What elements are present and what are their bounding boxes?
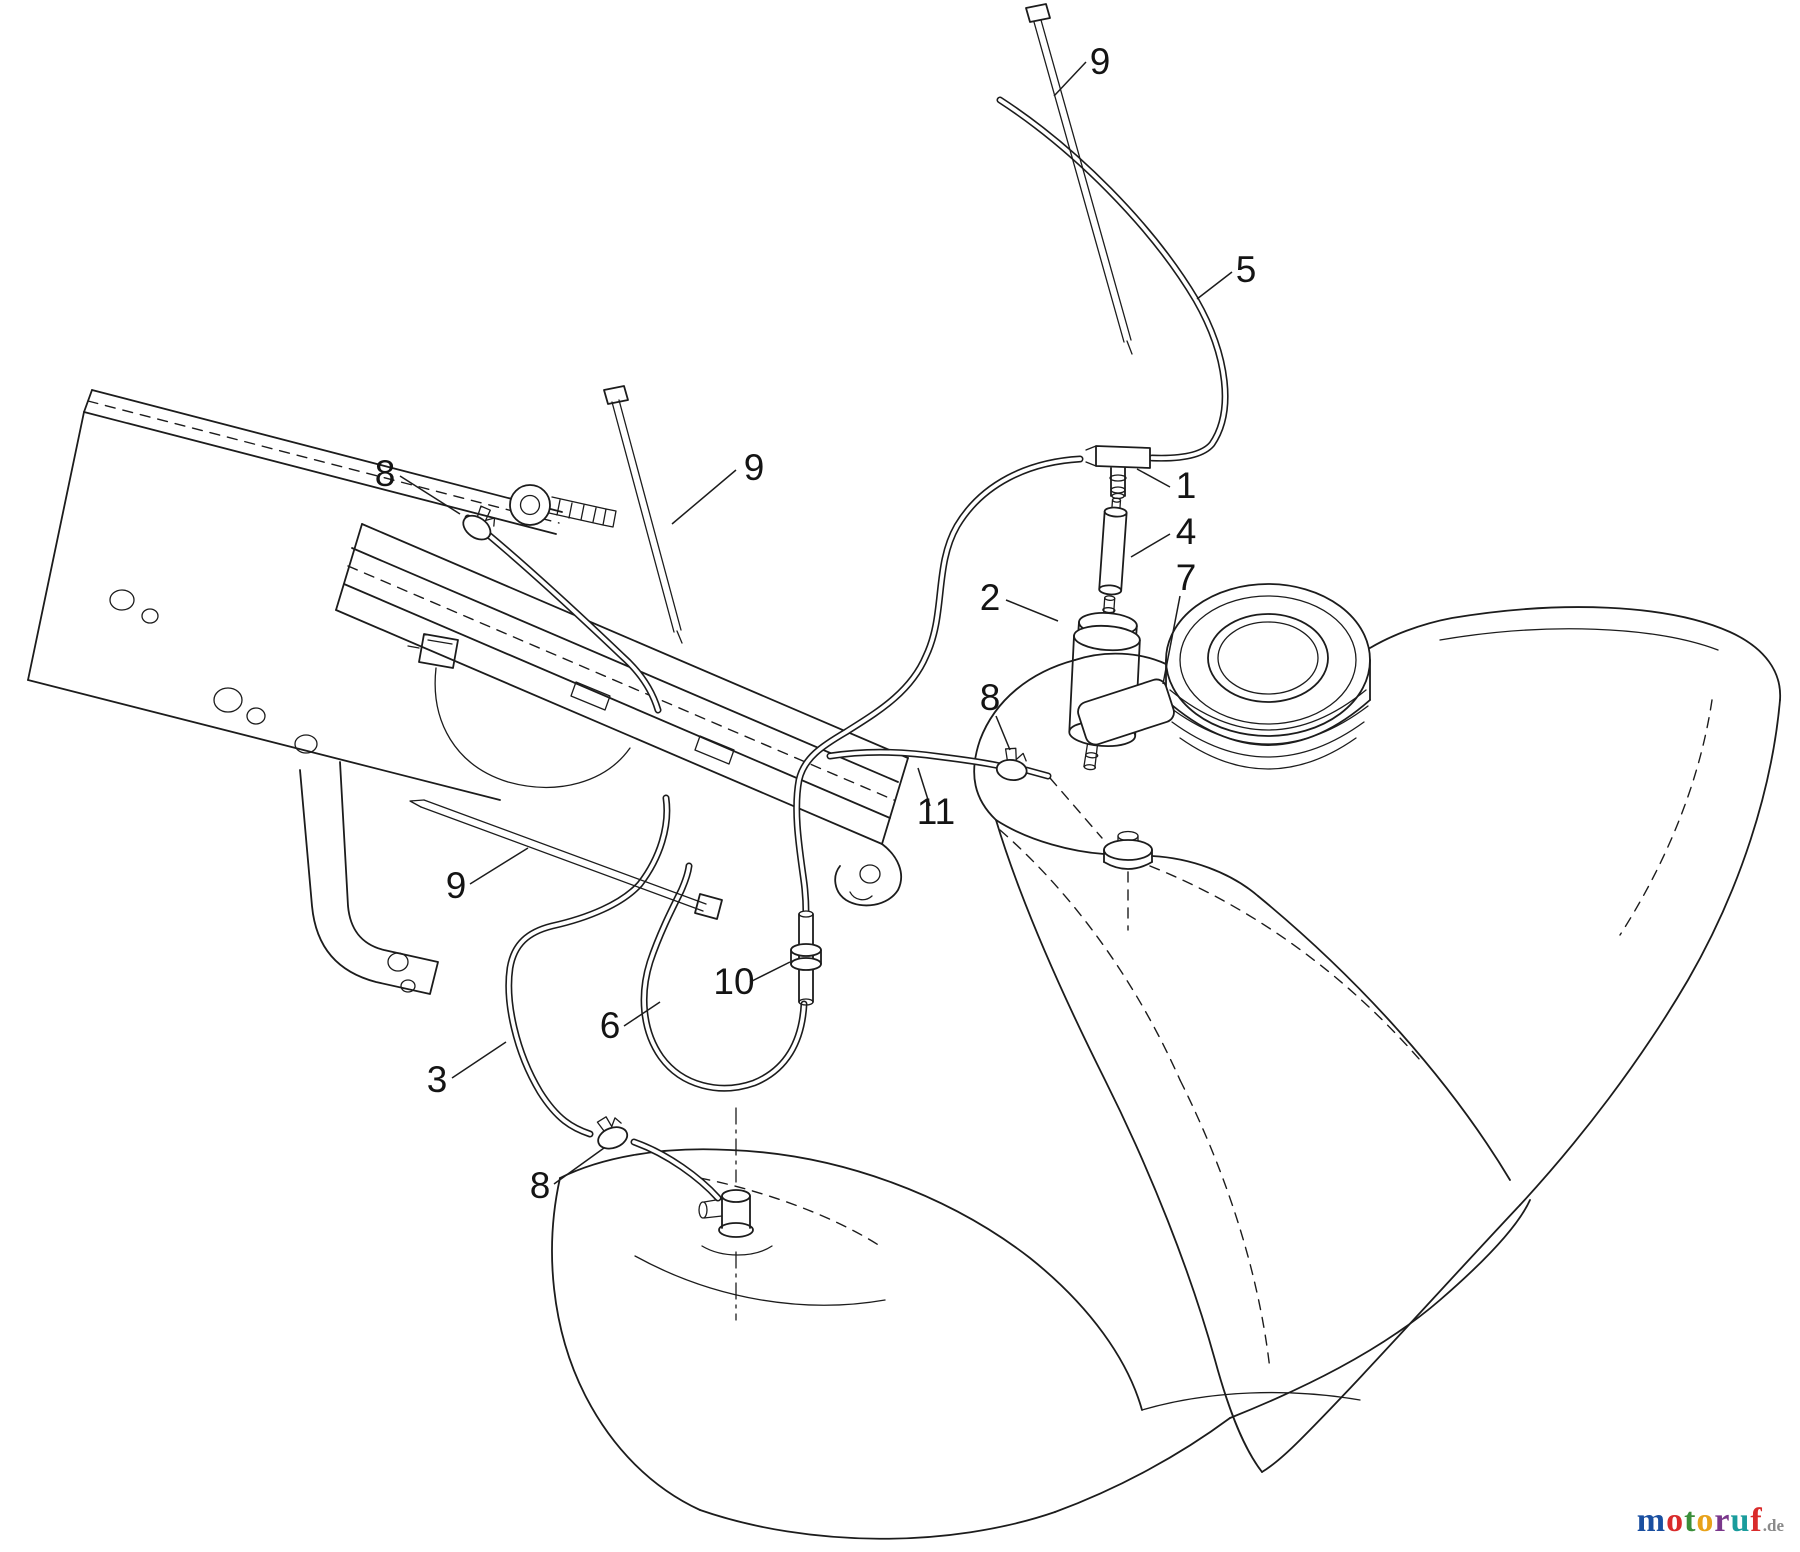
fuel-filter [1068, 595, 1141, 771]
callout-7: 7 [1176, 557, 1197, 598]
tank-elbow-fitting [698, 1107, 773, 1321]
cable-tie-top [1025, 3, 1133, 355]
callout-2: 2 [980, 577, 1001, 618]
cable-tie-middle [603, 385, 683, 644]
callout-8-right: 8 [980, 677, 1001, 718]
watermark-letter: t [1684, 1502, 1697, 1539]
grommet-and-stud [509, 484, 617, 528]
callout-8-bottom: 8 [530, 1165, 551, 1206]
watermark-letter: o [1696, 1502, 1715, 1539]
hidden-connection-line [1049, 777, 1103, 839]
fuel-line-tee-to-fitting [793, 455, 1084, 918]
callout-6: 6 [600, 1005, 621, 1046]
callout-5: 5 [1236, 249, 1257, 290]
leader-lines [399, 61, 1233, 1185]
watermark-letter: o [1666, 1502, 1685, 1539]
watermark-letter: u [1730, 1502, 1751, 1539]
tie-mount-loop [407, 633, 631, 789]
callout-11: 11 [917, 791, 955, 832]
cable-tie-bottom [409, 799, 723, 920]
hose-clamp-right [995, 747, 1028, 782]
watermark-suffix: .de [1762, 1516, 1784, 1535]
fuel-lines [464, 96, 1229, 1202]
filler-neck [1165, 583, 1371, 770]
decal-plate [1077, 678, 1175, 746]
fuel-line-5 [996, 96, 1229, 462]
watermark-letter: r [1714, 1502, 1731, 1539]
chassis-frame [27, 389, 909, 995]
callout-8-left: 8 [375, 453, 396, 494]
watermark-letter: m [1636, 1502, 1667, 1539]
callout-4: 4 [1176, 511, 1197, 552]
callout-3: 3 [427, 1059, 448, 1100]
bulkhead-fitting [790, 910, 822, 1006]
hose-clamp-bottom [596, 1116, 629, 1150]
callout-labels: 9 5 1 4 2 7 8 8 9 11 9 10 6 3 8 [375, 41, 1257, 1206]
fuel-tank [551, 583, 1781, 1540]
callout-10: 10 [713, 961, 754, 1002]
small-parts [407, 3, 1175, 1150]
callout-1: 1 [1176, 465, 1197, 506]
connector-sleeve [1098, 497, 1128, 596]
hose-clamp-left [462, 505, 496, 541]
callout-9-bottom: 9 [446, 865, 467, 906]
watermark-letter: f [1750, 1502, 1763, 1539]
fuel-line-3-upper [464, 514, 662, 714]
tank-boss [1103, 830, 1153, 931]
motoruf-watermark: motoruf.de [1637, 1502, 1784, 1540]
tee-fitting [1085, 445, 1151, 500]
callout-9-top: 9 [1090, 41, 1111, 82]
callout-9-mid: 9 [744, 447, 765, 488]
